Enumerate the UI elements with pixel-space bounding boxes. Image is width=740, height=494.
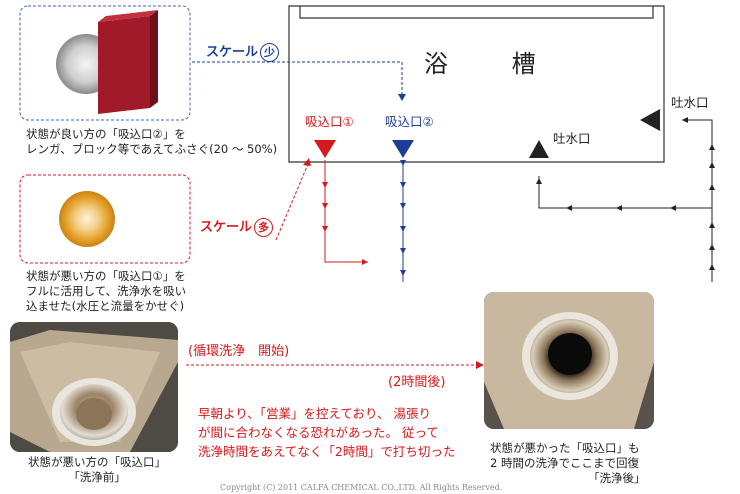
bathtub-title: 浴 槽: [424, 50, 564, 78]
intake1-label: 吸込口①: [305, 114, 354, 129]
scale-low-arrow: [192, 61, 403, 96]
outlet-triangle-side: [640, 109, 660, 131]
caption-before: 状態が悪い方の「吸込口」 「洗浄前」: [28, 455, 166, 484]
note-text: 早朝より、「営業」を控えており、 湯張り が間に合わなくなる恐れがあった。 従っ…: [198, 406, 456, 459]
photo-before: [10, 322, 178, 452]
process-start-label: (循環洗浄 開始): [188, 344, 290, 359]
process-after-label: (2時間後): [388, 375, 446, 390]
caption-bad: 状態が悪い方の「吸込口①」を フルに活用して、洗浄水を吸い 込ませた(水圧と流量…: [26, 269, 187, 313]
good-state-box: [19, 5, 191, 121]
red-pipe: [324, 160, 368, 263]
caption-after: 状態が悪かった「吸込口」も 2 時間の洗浄でここまで回復 「洗浄後」: [490, 441, 646, 485]
intake-orange-circle: [59, 191, 115, 247]
outlet-triangle-bottom: [529, 140, 549, 158]
caption-good: 状態が良い方の「吸込口②」を レンガ、ブロック等であえてふさぐ(20 〜 50%…: [26, 127, 278, 156]
scale-low-label: スケール少: [206, 41, 280, 62]
scale-high-arrow: [275, 163, 309, 241]
intake1-triangle: [314, 140, 336, 158]
copyright-text: Copyright (C) 2011 CALFA CHEMICAL CO.,LT…: [220, 483, 503, 492]
intake2-triangle: [392, 140, 414, 158]
bathtub-outline: [288, 5, 665, 163]
intake2-label: 吸込口②: [385, 114, 434, 129]
bad-state-box: [19, 174, 191, 264]
scale-high-label: スケール多: [200, 216, 274, 237]
photo-after: [484, 292, 654, 429]
brick-shape: [98, 16, 150, 114]
outlet1-label: 吐水口: [671, 95, 709, 110]
outlet2-label: 吐水口: [553, 131, 591, 146]
